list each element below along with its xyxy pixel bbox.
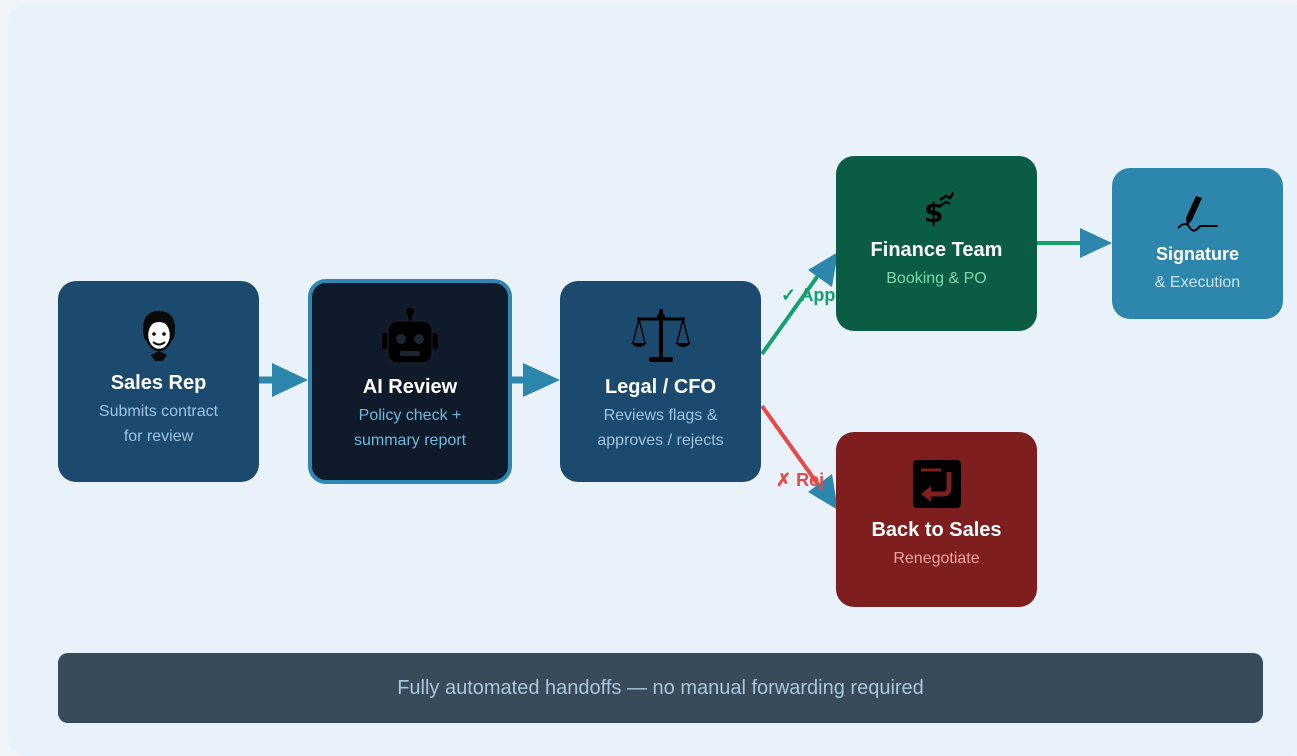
node-title: AI Review (362, 376, 458, 398)
node-ai-review: AI Review Policy check + summary report (308, 279, 512, 484)
node-sales-rep: Sales Rep Submits contract for review (58, 281, 259, 482)
person-icon (142, 311, 175, 361)
arrowhead-finance-to-signature (1080, 228, 1112, 258)
node-title: Signature (1155, 244, 1239, 264)
money-icon: $ (924, 191, 954, 228)
node-legal-cfo: Legal / CFO Reviews flags & approves / r… (560, 281, 761, 482)
node-subtitle: & Execution (1154, 274, 1241, 291)
arrowhead-legal-to-back (808, 474, 838, 510)
footer-banner: Fully automated handoffs — no manual for… (58, 653, 1263, 723)
node-title: Sales Rep (110, 372, 207, 394)
return-arrow-icon (912, 460, 961, 508)
arrowhead-sales-to-ai (272, 363, 308, 397)
approve-edge-label: ✓ App (781, 285, 836, 305)
node-title: Finance Team (870, 239, 1003, 261)
arrowhead-ai-to-legal (523, 363, 560, 397)
node-signature: Signature & Execution (1112, 168, 1283, 319)
pen-signature-icon (1176, 196, 1218, 232)
scales-icon (630, 309, 691, 362)
node-subtitle: Policy check + summary report (353, 407, 467, 449)
node-subtitle: Reviews flags & approves / rejects (597, 407, 724, 449)
node-title: Legal / CFO (604, 376, 717, 398)
node-subtitle: Booking & PO (886, 270, 987, 287)
node-subtitle: Submits contract for review (98, 403, 219, 445)
arrowhead-legal-to-finance (808, 252, 838, 287)
arrow-legal-to-finance (760, 268, 824, 356)
robot-icon (382, 308, 438, 364)
reject-edge-label: ✗ Rej (776, 470, 825, 490)
svg-text:$: $ (924, 196, 943, 228)
node-back-to-sales: Back to Sales Renegotiate (836, 432, 1037, 607)
node-finance-team: $ Finance Team Booking & PO (836, 156, 1037, 331)
arrow-legal-to-back (760, 404, 824, 492)
node-subtitle: Renegotiate (893, 550, 980, 567)
node-title: Back to Sales (871, 519, 1002, 541)
